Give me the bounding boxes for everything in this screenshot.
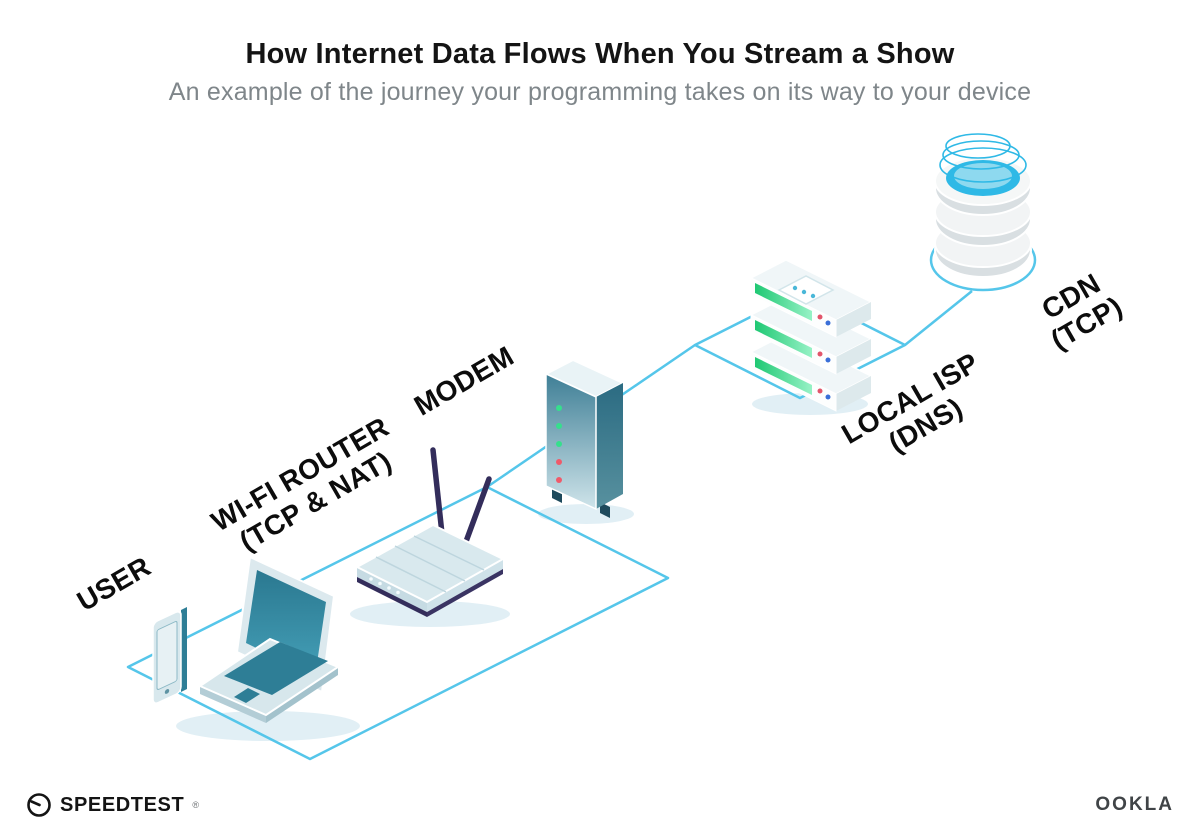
modem-leds-icon bbox=[556, 405, 562, 483]
footer: SPEEDTEST ® OOKLA bbox=[0, 792, 1200, 818]
isp-server-icon bbox=[749, 259, 873, 412]
page-subtitle: An example of the journey your programmi… bbox=[168, 78, 1032, 106]
isp-top-panel-icon bbox=[777, 275, 835, 305]
speedtest-trademark: ® bbox=[192, 800, 199, 810]
laptop-icon bbox=[197, 555, 341, 723]
cdn-coil-rings-icon bbox=[939, 133, 1027, 183]
speedtest-gauge-icon bbox=[27, 793, 51, 817]
speedtest-wordmark: SPEEDTEST bbox=[60, 793, 185, 816]
modem-icon bbox=[543, 358, 626, 518]
header: How Internet Data Flows When You Stream … bbox=[0, 38, 1200, 107]
wifi-router-icon bbox=[354, 447, 506, 617]
user-phone-icon bbox=[152, 607, 187, 705]
cdn-database-icon bbox=[934, 133, 1032, 278]
page-title: How Internet Data Flows When You Stream … bbox=[245, 38, 955, 70]
ookla-logo: OOKLA bbox=[1095, 794, 1174, 815]
speedtest-logo: SPEEDTEST ® bbox=[26, 792, 199, 818]
